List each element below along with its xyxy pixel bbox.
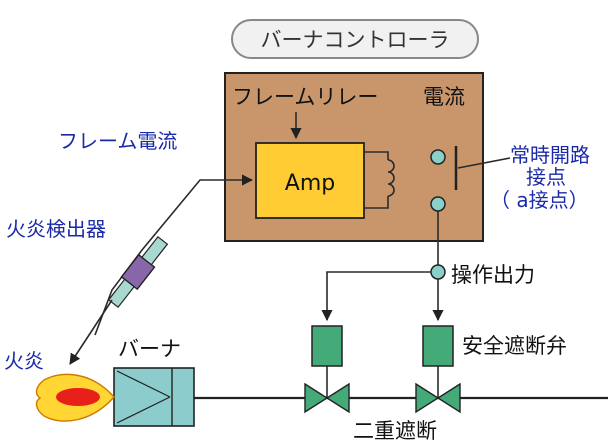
current-label: 電流: [423, 85, 465, 109]
flame-current-wire: [94, 174, 254, 336]
normally-open-label-2: 接点: [526, 165, 566, 189]
actuator-right: [422, 325, 454, 367]
double-shutoff-label: 二重遮断: [353, 419, 437, 443]
burner-label: バーナ: [118, 337, 181, 361]
amp-box: [255, 142, 365, 219]
operation-output-label: 操作出力: [451, 263, 535, 287]
detector-to-flame-arrow: [69, 299, 113, 365]
relay-coil: [364, 151, 395, 209]
contact-lower: [430, 196, 446, 212]
actuator-left: [311, 325, 343, 367]
safety-valve-label: 安全遮断弁: [462, 334, 567, 358]
valve-left: [304, 382, 350, 414]
amp-label: Amp: [285, 171, 335, 196]
title-text: バーナコントローラ: [261, 28, 450, 52]
flame-detector-label: 火炎検出器: [6, 217, 106, 241]
flame-detector: [107, 235, 169, 309]
valve-right: [415, 382, 461, 414]
contact-leader: [457, 157, 511, 169]
title-badge: バーナコントローラ: [231, 19, 479, 59]
output-wire-left: [321, 271, 431, 322]
output-node: [430, 264, 446, 280]
flame-label: 火炎: [4, 349, 44, 373]
normally-open-label-3: （ a接点）: [490, 188, 589, 212]
flame-current-label: フレーム電流: [58, 129, 177, 153]
burner: [113, 367, 195, 427]
flame-icon: [35, 373, 115, 422]
normally-open-label-1: 常時開路: [510, 143, 590, 167]
flame-relay-label: フレームリレー: [232, 85, 378, 109]
contact-upper: [430, 149, 446, 165]
